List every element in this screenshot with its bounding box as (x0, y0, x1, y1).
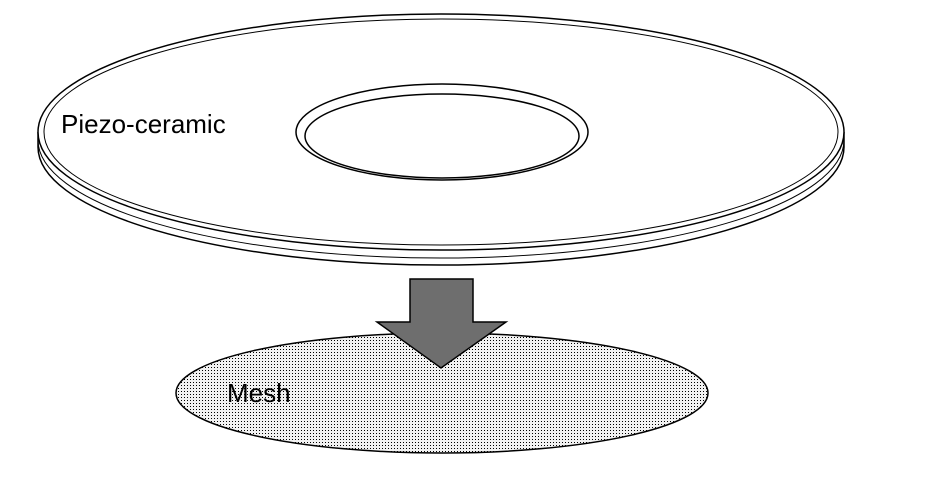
mesh: Mesh (175, 332, 709, 454)
disc-top-rim (43, 18, 839, 246)
disc-edge-line (37, 139, 845, 259)
disc-hole-inner (304, 93, 580, 179)
mesh-label: Mesh (227, 378, 291, 408)
down-arrow-icon (374, 278, 509, 369)
piezo-ceramic-disc: Piezo-ceramic (37, 13, 845, 266)
piezo-ceramic-label: Piezo-ceramic (61, 109, 226, 139)
